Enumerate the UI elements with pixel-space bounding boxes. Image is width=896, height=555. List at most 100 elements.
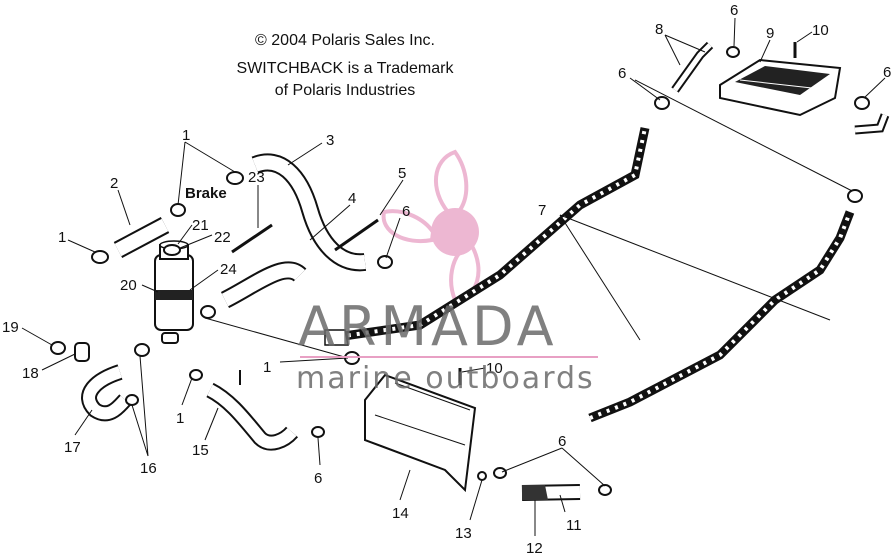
clamp-1-upper [226, 171, 244, 185]
watermark-tagline: marine outboards [296, 361, 595, 396]
leader-18 [41, 353, 76, 371]
clamp-6-h [598, 484, 612, 496]
callout-4: 4 [348, 190, 356, 207]
leader-3 [287, 142, 323, 166]
clamp-6-a [377, 255, 393, 269]
clamp-6-e [847, 189, 863, 203]
brake-label: Brake [185, 185, 227, 202]
bolt-5-part [334, 218, 379, 252]
leader-16 [131, 355, 149, 457]
clamp-16-b [125, 394, 139, 406]
leader-6-g [501, 447, 606, 487]
callout-16: 16 [140, 460, 157, 477]
leader-21 [177, 224, 193, 245]
leader-13 [469, 479, 483, 521]
coolant-tube-right [588, 210, 855, 423]
leader-1-top [177, 141, 236, 206]
watermark-divider [300, 356, 598, 358]
callout-6-d: 6 [883, 64, 891, 81]
callout-6-f: 6 [558, 433, 566, 450]
leader-10-lower [461, 367, 486, 373]
leader-11 [559, 494, 566, 513]
callout-17: 17 [64, 439, 81, 456]
callout-6-c: 6 [730, 2, 738, 19]
leader-9 [759, 39, 771, 63]
callout-18: 18 [22, 365, 39, 382]
clamp-1-bottom [189, 369, 203, 381]
callout-1-left: 1 [58, 229, 66, 246]
leader-6-a [385, 217, 401, 259]
leader-6-c [733, 17, 736, 47]
leader-15 [204, 407, 219, 441]
shield-plate-part [364, 373, 477, 493]
leader-1-bottom [204, 317, 349, 363]
clamp-1-mid [200, 305, 216, 319]
leader-22 [179, 234, 213, 249]
leader-6-f [317, 437, 321, 466]
trademark-line-2: of Polaris Industries [274, 82, 416, 99]
callout-1-low: 1 [176, 410, 184, 427]
callout-8: 8 [655, 21, 663, 38]
callout-6-b: 6 [618, 65, 626, 82]
leader-20 [141, 284, 159, 293]
trademark-line-1: SWITCHBACK is a Trademark [236, 60, 454, 77]
leader-14 [399, 469, 411, 501]
leader-7b [559, 214, 641, 341]
clamp-6-d [854, 96, 870, 110]
clamp-21 [163, 244, 181, 256]
leader-4 [309, 204, 351, 241]
heat-exchanger-part [719, 58, 842, 117]
callout-15: 15 [192, 442, 209, 459]
callout-7: 7 [538, 202, 546, 219]
bracket-18 [74, 342, 90, 362]
callout-1-top: 1 [182, 127, 190, 144]
callout-12: 12 [526, 540, 543, 555]
clamp-16-a [134, 343, 150, 357]
fitting-20 [161, 332, 179, 344]
callout-11: 11 [566, 517, 582, 534]
leader-17 [74, 409, 93, 436]
leader-5 [379, 179, 404, 216]
callout-20: 20 [120, 277, 137, 294]
clamp-1-brake [170, 203, 186, 217]
leader-1-low [181, 377, 193, 406]
clamp-6-f [311, 426, 325, 438]
leader-7a [559, 214, 831, 321]
bolt-23-part [231, 223, 273, 254]
bellows-12-part [522, 485, 548, 500]
callout-5: 5 [398, 165, 406, 182]
clamp-6-c [726, 46, 740, 58]
callout-23: 23 [248, 169, 265, 186]
leader-6-upper [634, 79, 861, 196]
coolant-tube-left [324, 127, 650, 346]
callout-14: 14 [392, 505, 409, 522]
clamp-6-b [654, 96, 670, 110]
watermark-brand: ARMADA [298, 295, 558, 358]
callout-24: 24 [220, 261, 237, 278]
leader-2 [117, 189, 131, 226]
washer-19 [50, 341, 66, 355]
callout-9: 9 [766, 25, 774, 42]
leader-6-b [629, 77, 661, 101]
callout-3: 3 [326, 132, 334, 149]
callout-6-e: 6 [314, 470, 322, 487]
callout-22: 22 [214, 229, 231, 246]
leader-24 [189, 269, 219, 291]
clamp-1-left [91, 250, 109, 264]
callout-2: 2 [110, 175, 118, 192]
nut-13 [477, 471, 487, 481]
leader-10-upper [796, 31, 813, 43]
callout-1-bottom: 1 [263, 359, 271, 376]
callout-10-lower: 10 [486, 360, 503, 377]
callout-13: 13 [455, 525, 472, 542]
copyright-text: © 2004 Polaris Sales Inc. [255, 32, 435, 49]
clamp-6-g [493, 467, 507, 479]
leader-1-left [67, 239, 96, 253]
callout-19: 19 [2, 319, 19, 336]
leader-19 [21, 327, 53, 346]
callout-10-upper: 10 [812, 22, 829, 39]
leader-6-d [863, 77, 886, 99]
callout-21: 21 [192, 217, 209, 234]
